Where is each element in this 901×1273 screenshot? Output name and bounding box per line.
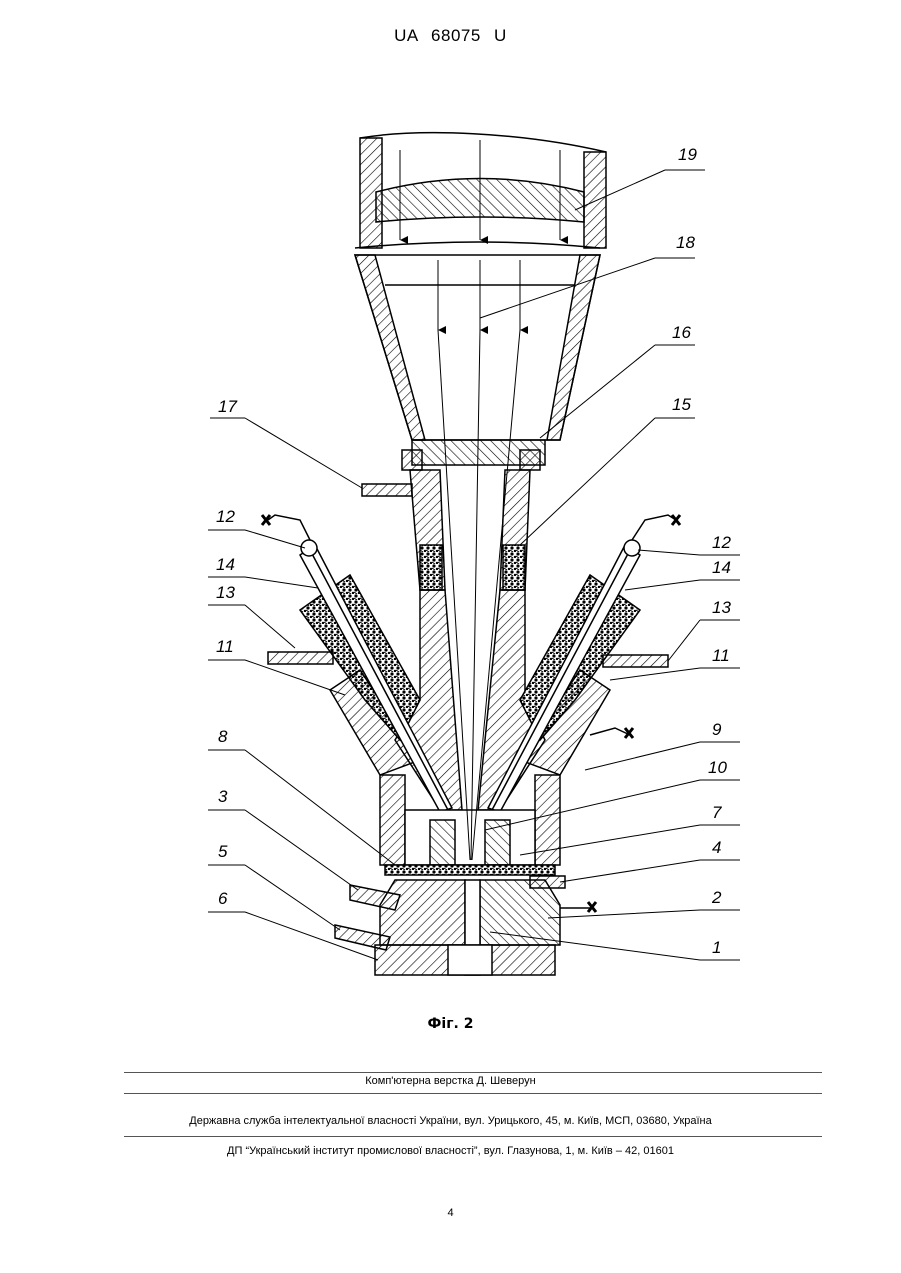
callout-3: 3 bbox=[218, 787, 228, 806]
institute-address: ДП “Український інститут промислової вла… bbox=[0, 1145, 901, 1157]
callout-9: 9 bbox=[712, 720, 722, 739]
callout-5: 5 bbox=[218, 842, 228, 861]
figure-caption: Фіг. 2 bbox=[0, 1016, 901, 1032]
divider-middle bbox=[124, 1093, 822, 1094]
callout-6: 6 bbox=[218, 889, 228, 908]
callout-16: 16 bbox=[672, 323, 691, 342]
callout-11-right: 11 bbox=[712, 646, 730, 665]
callout-13-left: 13 bbox=[216, 583, 235, 602]
callout-7: 7 bbox=[712, 803, 722, 822]
callout-4: 4 bbox=[712, 838, 721, 857]
callout-8: 8 bbox=[218, 727, 228, 746]
layout-credit: Комп'ютерна верстка Д. Шеверун bbox=[0, 1075, 901, 1087]
callout-13-right: 13 bbox=[712, 598, 731, 617]
page-number: 4 bbox=[0, 1207, 901, 1219]
technical-drawing: 19 18 16 15 17 12 14 13 11 8 3 5 6 12 14… bbox=[0, 0, 901, 1060]
divider-top bbox=[124, 1072, 822, 1073]
callout-19: 19 bbox=[678, 145, 697, 164]
callout-12-left: 12 bbox=[216, 507, 235, 526]
patent-office-address: Державна служба інтелектуальної власност… bbox=[0, 1115, 901, 1127]
callout-11-left: 11 bbox=[216, 637, 234, 656]
divider-bottom bbox=[124, 1136, 822, 1137]
callout-18: 18 bbox=[676, 233, 695, 252]
callout-12-right: 12 bbox=[712, 533, 731, 552]
callout-14-left: 14 bbox=[216, 555, 235, 574]
callout-1: 1 bbox=[712, 938, 721, 957]
callout-10: 10 bbox=[708, 758, 727, 777]
callout-15: 15 bbox=[672, 395, 691, 414]
callout-14-right: 14 bbox=[712, 558, 731, 577]
callout-2: 2 bbox=[711, 888, 722, 907]
callout-17: 17 bbox=[218, 397, 237, 416]
